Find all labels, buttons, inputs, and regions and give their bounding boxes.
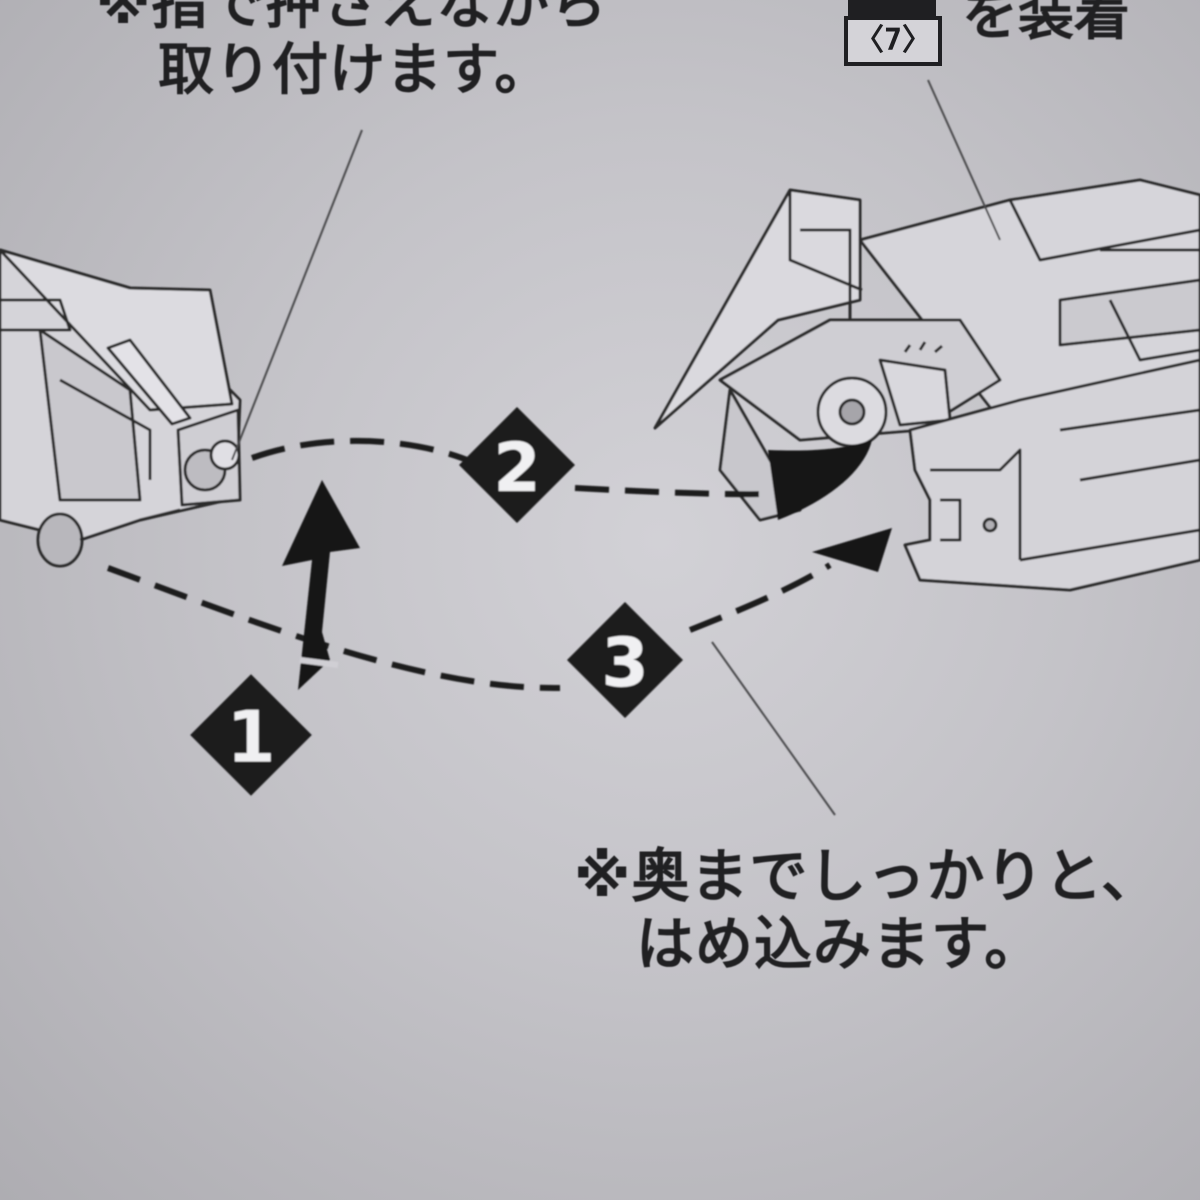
arrowhead-step-3	[812, 528, 892, 572]
top-note-line-2: 取り付けます。	[158, 38, 552, 104]
reference-part-number: 〈7〉	[844, 16, 942, 66]
step-badge-3-label: 3	[601, 624, 648, 703]
step-badge-1-label: 1	[226, 695, 276, 779]
reference-part-fill	[848, 0, 936, 18]
reference-part-box: 〈7〉	[840, 0, 944, 80]
path-step-2-left	[250, 437, 474, 465]
large-part	[653, 178, 1200, 592]
step-badge-1: 1	[190, 674, 312, 796]
step-badge-2-label: 2	[493, 429, 540, 508]
reference-caption: を装着	[962, 0, 1130, 48]
path-step-3-right	[688, 562, 832, 633]
arrowhead-step-2	[768, 440, 872, 520]
path-step-2-right	[574, 485, 771, 498]
bottom-note-line-2: はめ込みます。	[636, 910, 1044, 979]
reference-leader-line	[927, 79, 1001, 241]
top-instruction-note: ※指で押さえながら 取り付けます。	[96, 0, 607, 104]
step-badge-2: 2	[459, 407, 575, 523]
top-note-line-1: ※指で押さえながら	[96, 0, 608, 37]
path-step-3-left	[106, 565, 561, 692]
bottom-instruction-note: ※奥までしっかりと、 はめ込みます。	[574, 842, 1160, 979]
bottom-note-line-1: ※奥までしっかりと、	[574, 842, 1161, 910]
small-part	[0, 248, 242, 568]
top-leader-line	[231, 129, 363, 461]
motion-paths	[106, 437, 832, 692]
step-badge-3: 3	[567, 602, 683, 718]
arrow-step-1	[282, 480, 360, 690]
bottom-leader-line	[711, 641, 836, 816]
